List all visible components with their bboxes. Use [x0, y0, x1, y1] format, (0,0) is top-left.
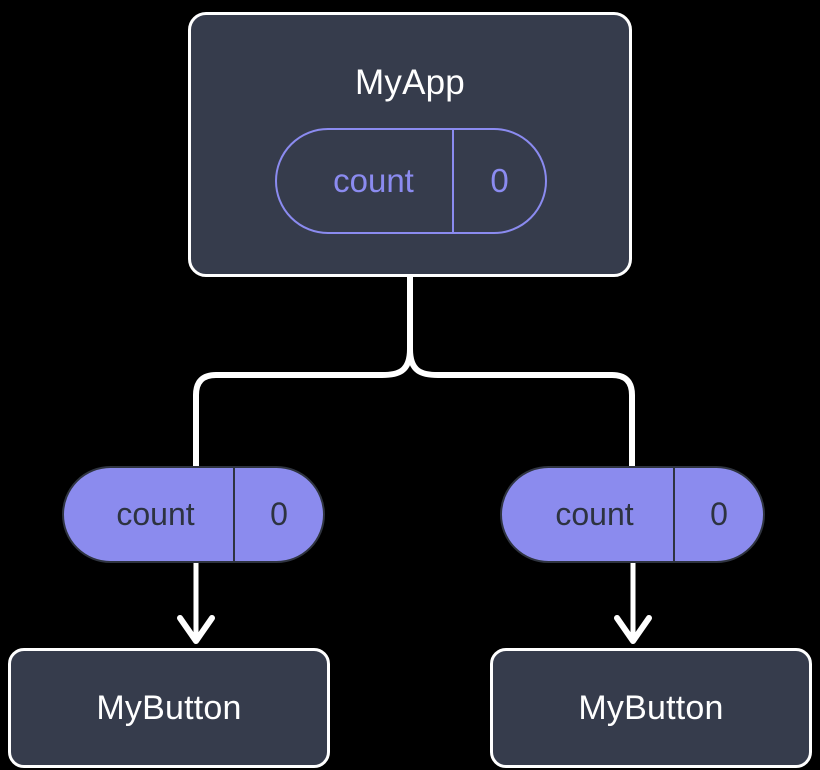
- arrow-head-right-icon: [614, 615, 652, 644]
- connector-fork-right: [407, 348, 635, 466]
- prop-pill-left-value: 0: [233, 468, 323, 561]
- state-pill-root[interactable]: count 0: [275, 128, 547, 234]
- connector-fork-left: [193, 348, 413, 466]
- arrow-head-left-icon: [177, 615, 215, 644]
- prop-pill-right[interactable]: count 0: [500, 466, 765, 563]
- component-name-myapp: MyApp: [355, 63, 465, 102]
- prop-pill-left[interactable]: count 0: [62, 466, 325, 563]
- component-box-mybutton-right[interactable]: MyButton: [490, 648, 812, 768]
- state-pill-root-value: 0: [452, 130, 545, 232]
- state-pill-root-key: count: [333, 162, 414, 199]
- prop-pill-right-key: count: [555, 496, 634, 532]
- component-name-mybutton-right: MyButton: [578, 688, 724, 727]
- prop-pill-left-key: count: [116, 496, 195, 532]
- component-box-mybutton-left[interactable]: MyButton: [8, 648, 330, 768]
- component-name-mybutton-left: MyButton: [96, 688, 242, 727]
- prop-pill-right-value: 0: [673, 468, 763, 561]
